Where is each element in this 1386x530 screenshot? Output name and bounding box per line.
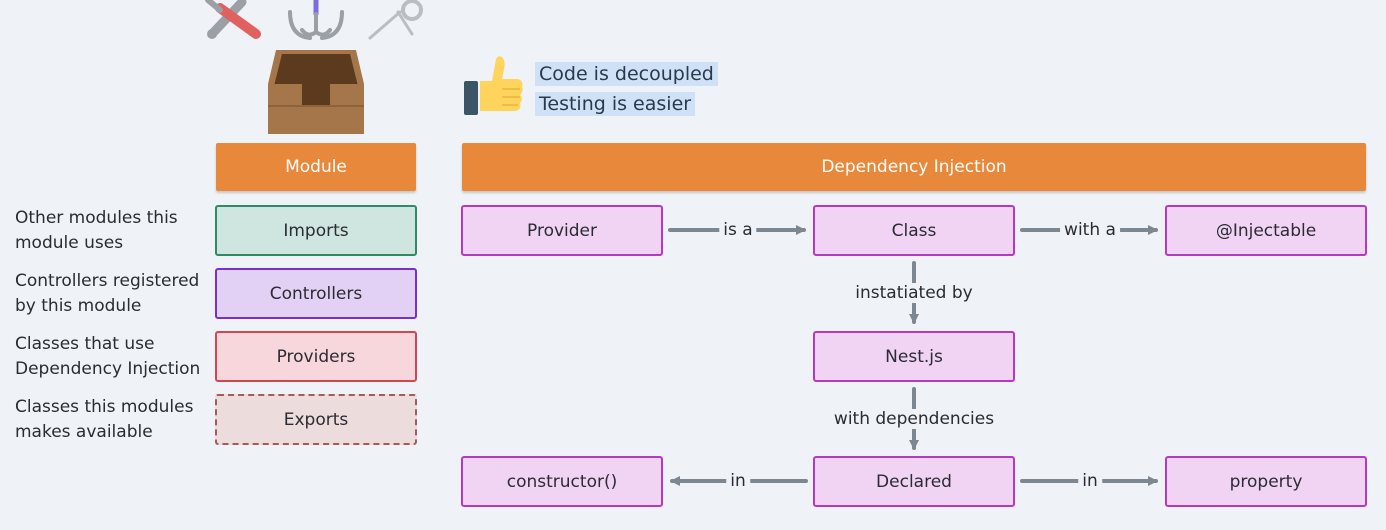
wrench-screwdriver-icon [205, 0, 261, 39]
inbox-tray-icon [268, 50, 364, 134]
pin-icon [368, 0, 423, 40]
providers-box: Providers [215, 331, 417, 382]
edge-label-in-left: in [726, 471, 750, 491]
edge-label-instantiated-by: instatiated by [851, 283, 977, 303]
exports-description: Classes this modules makes available [15, 397, 194, 442]
edge-label-in-right: in [1078, 471, 1102, 491]
module-header: Module [216, 143, 416, 191]
controllers-box: Controllers [215, 268, 417, 319]
anchor-hook-icon [288, 0, 344, 40]
node-class: Class [813, 205, 1015, 256]
benefit-testing: Testing is easier [535, 92, 696, 116]
benefits-list: Code is decoupled Testing is easier [535, 62, 718, 116]
di-header: Dependency Injection [462, 143, 1366, 191]
node-constructor: constructor() [461, 456, 663, 507]
benefit-decoupled: Code is decoupled [535, 62, 718, 86]
providers-description: Classes that use Dependency Injection [15, 334, 201, 379]
node-property: property [1165, 456, 1367, 507]
exports-box: Exports [215, 394, 417, 445]
edge-label-is-a: is a [719, 220, 757, 240]
edge-label-with-a: with a [1060, 220, 1120, 240]
imports-description: Other modules this module uses [15, 208, 178, 253]
node-declared: Declared [813, 456, 1015, 507]
node-nestjs: Nest.js [813, 331, 1015, 382]
imports-box: Imports [215, 205, 417, 256]
controllers-description: Controllers registered by this module [15, 271, 200, 316]
node-provider: Provider [461, 205, 663, 256]
thumbs-up-icon [464, 56, 523, 115]
edge-label-with-dependencies: with dependencies [829, 409, 999, 429]
node-injectable: @Injectable [1165, 205, 1367, 256]
